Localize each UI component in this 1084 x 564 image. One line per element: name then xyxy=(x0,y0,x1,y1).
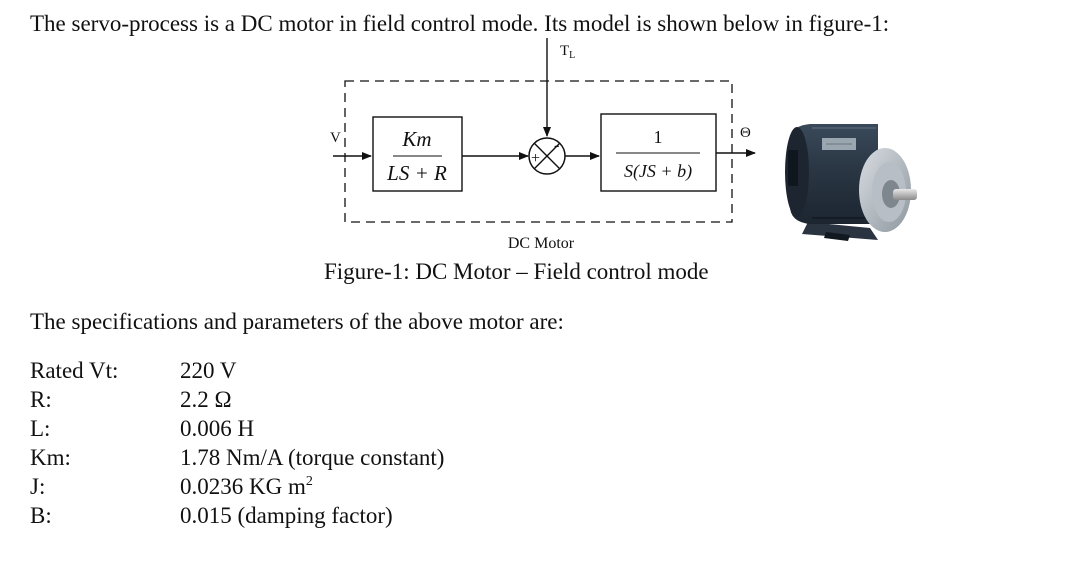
summing-plus-sign: + xyxy=(531,150,540,167)
spec-label: L: xyxy=(30,416,51,441)
spec-label: J: xyxy=(30,474,46,499)
spec-label: B: xyxy=(30,503,52,528)
output-label: Θ xyxy=(740,125,751,141)
spec-value-text: 0.0236 KG m xyxy=(180,474,306,499)
figure-caption: Figure-1: DC Motor – Field control mode xyxy=(324,259,709,284)
block1-denominator: LS + R xyxy=(386,161,447,185)
spec-value: 1.78 Nm/A (torque constant) xyxy=(180,445,445,470)
spec-value: 220 V xyxy=(180,358,237,383)
dc-motor-enclosure xyxy=(344,80,733,223)
block-electrical xyxy=(372,116,463,192)
summing-minus-sign: - xyxy=(554,137,559,154)
spec-value: 0.0236 KG m2 xyxy=(180,472,313,505)
load-torque-label: TL xyxy=(560,43,575,61)
spec-value: 0.015 (damping factor) xyxy=(180,503,393,528)
input-label: V xyxy=(330,130,341,146)
dc-motor-picture xyxy=(785,124,917,241)
spec-value: 0.006 H xyxy=(180,416,255,441)
spec-label: Km: xyxy=(30,445,71,470)
block2-numerator: 1 xyxy=(654,127,663,147)
spec-value: 2.2 Ω xyxy=(180,387,232,412)
dc-motor-label: DC Motor xyxy=(508,235,575,252)
block2-denominator: S(JS + b) xyxy=(624,161,692,182)
spec-label: Rated Vt: xyxy=(30,358,119,383)
spec-intro-text: The specifications and parameters of the… xyxy=(30,309,564,334)
block-diagram: V Km LS + R + - TL 1 S(JS + b) Θ DC Moto… xyxy=(330,38,917,252)
block1-numerator: Km xyxy=(401,127,431,151)
summing-cross-2 xyxy=(533,142,561,170)
spec-value-superscript: 2 xyxy=(305,474,313,489)
spec-label: R: xyxy=(30,387,52,412)
intro-text: The servo-process is a DC motor in field… xyxy=(30,11,890,36)
